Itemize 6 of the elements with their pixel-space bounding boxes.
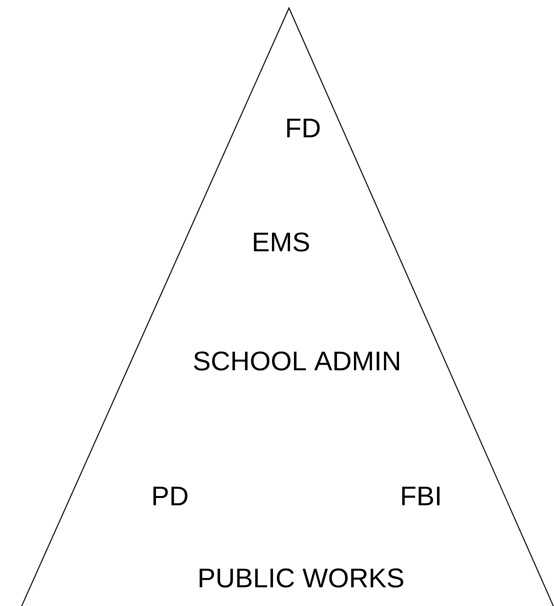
label-text: PUBLIC WORKS — [200, 568, 404, 588]
label-text: FD — [287, 118, 320, 138]
label-text: FBI — [402, 486, 440, 506]
label-text: SCHOOL ADMIN — [194, 351, 400, 371]
label-text: EMS — [254, 232, 310, 252]
label-text: PD — [153, 486, 188, 506]
